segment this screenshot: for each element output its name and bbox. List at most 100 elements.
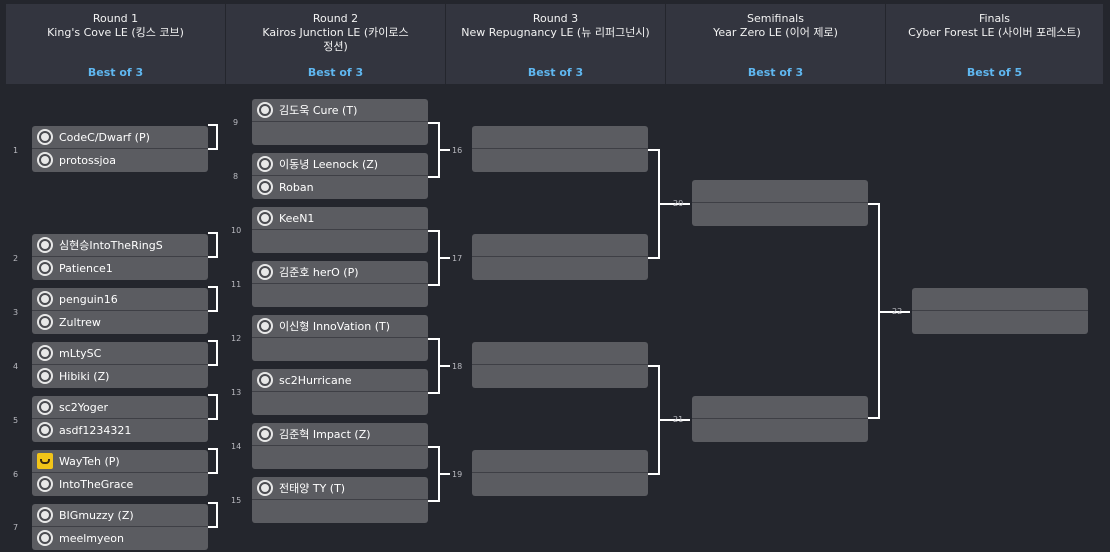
match-22[interactable] [912,288,1088,334]
player-slot[interactable]: Hibiki (Z) [32,365,208,387]
player-slot[interactable]: sc2Hurricane [252,369,428,391]
player-slot[interactable]: WayTeh (P) [32,450,208,472]
match-number: 17 [452,254,463,263]
match-6[interactable]: WayTeh (P) IntoTheGrace [32,450,208,496]
player-slot[interactable] [472,365,648,387]
player-slot[interactable]: KeeN1 [252,207,428,229]
player-slot[interactable]: sc2Yoger [32,396,208,418]
bracket-connector-stub [440,473,450,475]
race-icon [37,291,53,307]
player-slot[interactable] [912,311,1088,333]
player-slot[interactable]: 김도욱 Cure (T) [252,99,428,121]
player-slot[interactable] [252,446,428,468]
player-slot[interactable] [472,473,648,495]
race-icon [257,372,273,388]
player-slot[interactable] [472,126,648,148]
race-icon [37,476,53,492]
bracket-connector-stub [440,257,450,259]
match-10[interactable]: KeeN1 [252,207,428,253]
match-number: 15 [231,496,242,505]
match-19[interactable] [472,450,648,496]
match-15[interactable]: 전태양 TY (T) [252,477,428,523]
player-slot[interactable]: Roban [252,176,428,198]
player-name: WayTeh (P) [59,454,120,468]
zerg-race-icon [37,507,53,523]
player-slot[interactable]: Zultrew [32,311,208,333]
player-name: CodeC/Dwarf (P) [59,130,150,144]
terran-race-icon [257,102,273,118]
match-8[interactable]: 이동녕 Leenock (Z) Roban [252,153,428,199]
player-slot[interactable] [252,284,428,306]
player-slot[interactable]: 이신형 InnoVation (T) [252,315,428,337]
player-slot[interactable] [472,450,648,472]
player-slot[interactable]: 김준호 herO (P) [252,261,428,283]
player-slot[interactable] [472,342,648,364]
player-name: Hibiki (Z) [59,369,110,383]
slot-divider [32,310,208,311]
protoss-race-icon [257,264,273,280]
player-slot[interactable]: 김준혁 Impact (Z) [252,423,428,445]
match-number: 14 [231,442,242,451]
slot-divider [252,229,428,230]
player-slot[interactable]: mLtySC [32,342,208,364]
slot-divider [472,364,648,365]
player-slot[interactable]: penguin16 [32,288,208,310]
player-slot[interactable] [472,234,648,256]
match-7[interactable]: BIGmuzzy (Z) meelmyeon [32,504,208,550]
player-name: meelmyeon [59,531,125,545]
match-1[interactable]: CodeC/Dwarf (P) protossjoa [32,126,208,172]
player-slot[interactable]: CodeC/Dwarf (P) [32,126,208,148]
player-slot[interactable]: IntoTheGrace [32,473,208,495]
match-12[interactable]: 이신형 InnoVation (T) [252,315,428,361]
match-17[interactable] [472,234,648,280]
bracket-connector-stub [660,419,690,421]
match-3[interactable]: penguin16 Zultrew [32,288,208,334]
player-slot[interactable]: Patience1 [32,257,208,279]
match-11[interactable]: 김준호 herO (P) [252,261,428,307]
match-number: 20 [673,199,684,208]
player-slot[interactable]: protossjoa [32,149,208,171]
match-5[interactable]: sc2Yoger asdf1234321 [32,396,208,442]
player-slot[interactable] [912,288,1088,310]
player-slot[interactable] [252,122,428,144]
player-slot[interactable] [692,396,868,418]
player-name: 김준혁 Impact (Z) [279,428,371,441]
player-slot[interactable]: asdf1234321 [32,419,208,441]
match-20[interactable] [692,180,868,226]
player-slot[interactable] [692,419,868,441]
slot-divider [912,310,1088,311]
race-icon [37,399,53,415]
race-icon [37,314,53,330]
player-slot[interactable] [252,500,428,522]
player-slot[interactable]: meelmyeon [32,527,208,549]
match-9[interactable]: 김도욱 Cure (T) [252,99,428,145]
bracket-connector [428,338,440,394]
match-13[interactable]: sc2Hurricane [252,369,428,415]
match-16[interactable] [472,126,648,172]
match-18[interactable] [472,342,648,388]
player-slot[interactable] [252,392,428,414]
slot-divider [32,526,208,527]
player-slot[interactable] [472,149,648,171]
match-14[interactable]: 김준혁 Impact (Z) [252,423,428,469]
zerg-race-icon [257,426,273,442]
bracket-connector [868,203,880,419]
player-slot[interactable]: BIGmuzzy (Z) [32,504,208,526]
slot-divider [252,391,428,392]
player-slot[interactable] [472,257,648,279]
bracket-connector [208,286,218,312]
match-21[interactable] [692,396,868,442]
player-slot[interactable] [252,230,428,252]
match-4[interactable]: mLtySC Hibiki (Z) [32,342,208,388]
round-header-1: Round 1 King's Cove LE (킹스 코브) Best of 3 [6,4,226,84]
round-header-3: Round 3 New Repugnancy LE (뉴 리퍼그넌시) Best… [446,4,666,84]
player-name: 전태양 TY (T) [279,482,346,495]
player-slot[interactable]: 심현승IntoTheRingS [32,234,208,256]
match-2[interactable]: 심현승IntoTheRingS Patience1 [32,234,208,280]
player-slot[interactable]: 전태양 TY (T) [252,477,428,499]
player-slot[interactable] [252,338,428,360]
player-slot[interactable] [692,180,868,202]
player-slot[interactable]: 이동녕 Leenock (Z) [252,153,428,175]
player-slot[interactable] [692,203,868,225]
bracket-connector [208,124,218,150]
